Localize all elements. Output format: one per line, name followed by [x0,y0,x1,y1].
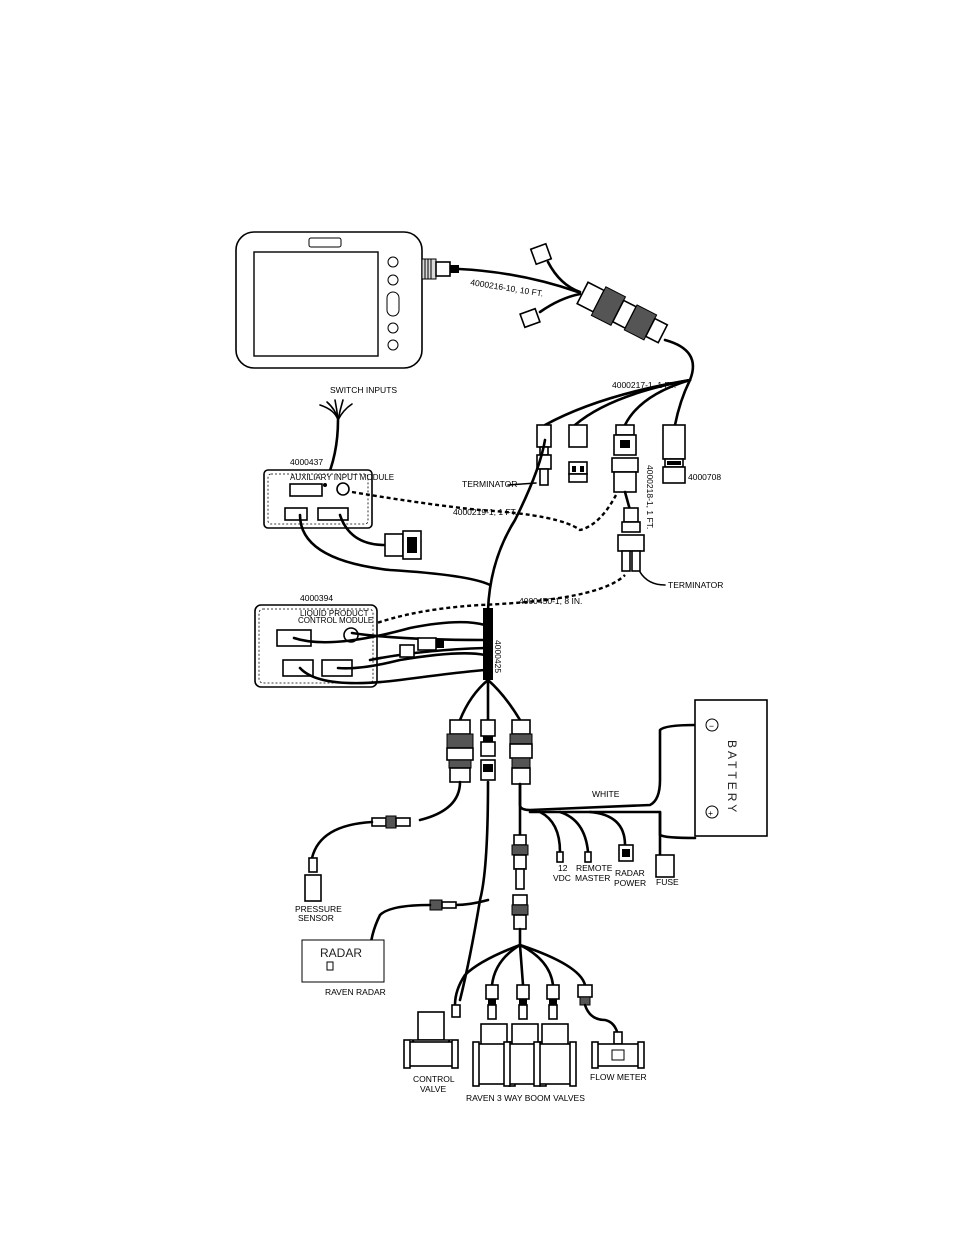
remote-master-label-1: REMOTE [576,863,613,873]
terminator-label-1: TERMINATOR [462,479,517,489]
connector-stack-3 [611,424,639,493]
battery-minus: − [709,721,714,731]
flow-meter-label: FLOW METER [590,1072,647,1082]
terminator-label-2: TERMINATOR [668,580,723,590]
pressure-sensor-label-1: PRESSURE [295,904,342,914]
fuse [655,854,675,878]
remote-master-label-2: MASTER [575,873,610,883]
flow-meter-connector [577,984,593,1006]
connector-stack-middle [480,719,496,781]
part-label-4000708: 4000708 [688,472,721,482]
battery: − + BATTERY [694,699,768,837]
control-valve-label-1: CONTROL [413,1074,455,1084]
cable-label-450: 4000450-1, 8 IN. [519,596,582,606]
radar-power-connector [618,844,634,862]
pressure-sensor [304,857,322,902]
lpcm-inline-connector [399,637,444,658]
connector-stack-lower [511,834,529,930]
connector-stack-4 [617,507,645,572]
aux-pigtail-connector [384,530,422,560]
lpcm-part-label: 4000394 [300,593,333,603]
battery-plus: + [708,808,713,818]
pigtail-plug-top [529,242,553,266]
connector-stack-right [509,719,533,785]
main-harness-connector [576,281,669,344]
pigtail-plug-bottom [519,307,541,329]
radar-power-label-2: POWER [614,878,646,888]
radar-power-label-1: RADAR [615,868,645,878]
switch-input-wires [319,399,353,421]
terminal-remote-master [584,851,592,863]
connector-stack-left [446,719,474,783]
raven-radar: RADAR [301,939,385,983]
switch-inputs-label: SWITCH INPUTS [330,385,397,395]
cable-label-219: 4000219-1, 1 FT. [453,507,517,517]
pressure-sensor-label-2: SENSOR [298,913,334,923]
lpcm-title-2: CONTROL MODULE [298,616,373,625]
connector-stack-2 [568,424,588,483]
cable-label-218: 4000218-1, 1 FT. [645,465,655,529]
v12-label-1: 12 [558,863,568,873]
aux-module-title: AUXILIARY INPUT MODULE [290,473,394,482]
raven-radar-label: RAVEN RADAR [325,987,386,997]
terminator-connector-1 [536,424,552,486]
auxiliary-input-module: AUXILIARY INPUT MODULE [263,469,394,529]
cable-label-1ft: 4000217-1, 1 FT. [612,380,676,390]
control-valve-label-2: VALVE [420,1084,446,1094]
v12-label-2: VDC [553,873,571,883]
battery-label: BATTERY [725,740,739,815]
trunk-label-4000425: 4000425 [493,640,503,673]
control-valve [403,1004,461,1069]
trunk-4000425 [483,608,493,680]
console-display [235,231,423,369]
connector-4000708 [662,424,686,484]
boom-valves-label: RAVEN 3 WAY BOOM VALVES [466,1093,585,1103]
console-connector [421,258,459,280]
boom-valve-3 [533,984,577,1087]
aux-module-part-label: 4000437 [290,457,323,467]
radar-box-label: RADAR [320,946,362,960]
white-wire-label: WHITE [592,789,620,799]
radar-inline-connector [429,899,457,911]
fuse-label: FUSE [656,877,679,887]
liquid-product-control-module: LIQUID PRODUCT CONTROL MODULE [254,604,378,688]
flow-meter [591,1031,645,1069]
pressure-inline-connector [371,815,411,829]
lpcm-title-1: LIQUID PRODUCT [300,609,369,618]
terminal-12vdc [556,851,564,863]
